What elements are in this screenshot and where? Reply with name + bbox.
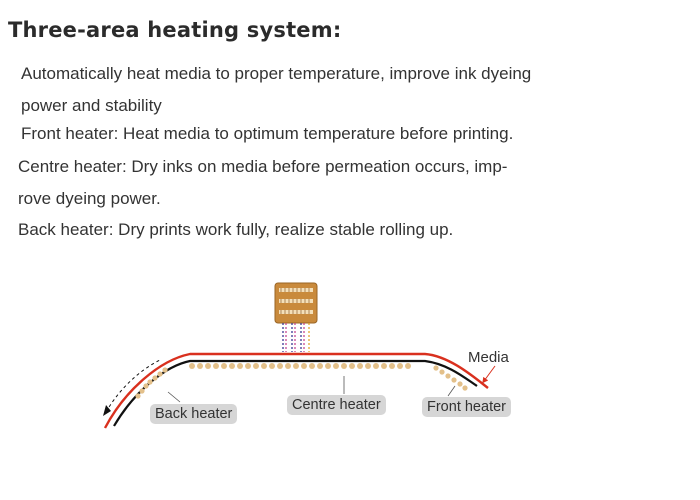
centre-heater-description: Centre heater: Dry inks on media before … [18,157,508,176]
centre-heater-label: Centre heater [287,395,386,415]
front-heater-description: Front heater: Heat media to optimum temp… [21,124,514,143]
media-label: Media [468,349,509,366]
back-heater-elements [135,367,168,399]
heating-system-diagram [103,282,496,429]
feed-direction-arrow-icon [103,405,111,416]
front-leader-line [447,385,456,397]
printhead [274,282,318,324]
front-heater-label: Front heater [422,397,511,417]
media-leader-line [482,365,496,384]
description-line-1: Automatically heat media to proper tempe… [21,64,532,83]
ink-jets [282,323,310,352]
back-leader-line [167,391,181,403]
back-heater-description: Back heater: Dry prints work fully, real… [18,220,454,239]
platen [113,359,478,427]
page-title: Three-area heating system: [8,18,342,42]
centre-heater-elements [189,363,411,369]
feed-direction-line [105,359,161,413]
back-heater-label: Back heater [150,404,238,424]
description-line-2: power and stability [21,96,162,115]
centre-heater-description-cont: rove dyeing power. [18,189,161,208]
media-path [103,352,489,429]
front-heater-elements [433,365,468,391]
